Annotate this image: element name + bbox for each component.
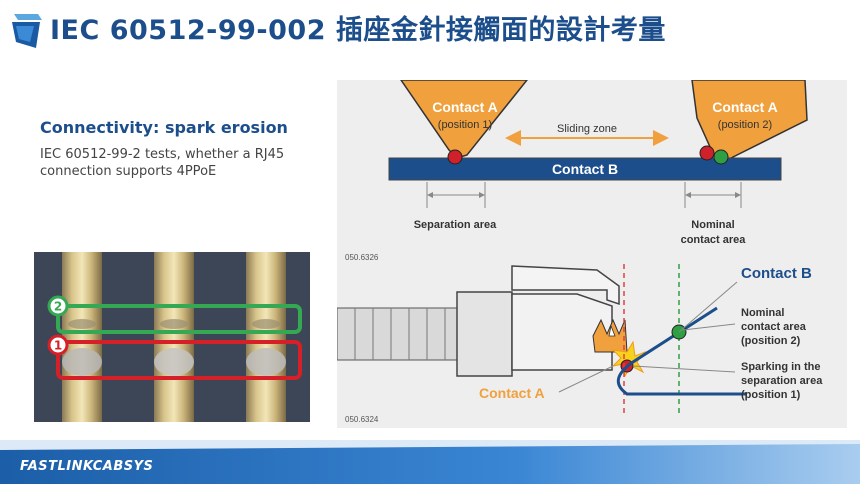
section-description: IEC 60512-99-2 tests, whether a RJ45 con… bbox=[40, 147, 285, 179]
contact-a-left-position: (position 1) bbox=[438, 119, 492, 131]
contact-diagram: Contact A (position 1) Contact A (positi… bbox=[337, 80, 847, 428]
footer-bar bbox=[0, 440, 860, 484]
footer-brand: FASTLINKCABSYS bbox=[20, 459, 154, 474]
marker-2: 2 bbox=[54, 300, 62, 314]
spark-line3: (position 1) bbox=[741, 389, 801, 401]
contact-b-bottom-label: Contact B bbox=[741, 265, 812, 282]
contact-a-right-position: (position 2) bbox=[718, 119, 772, 131]
contact-b-bar bbox=[388, 157, 782, 181]
contact-a-bottom-label: Contact A bbox=[479, 385, 545, 401]
contact-wear-photo: 2 1 bbox=[34, 252, 310, 422]
contact-b-top-label: Contact B bbox=[552, 161, 618, 177]
nominal-area-label-line1: Nominal bbox=[691, 219, 734, 231]
section-heading: Connectivity: spark erosion bbox=[40, 118, 288, 137]
spark-line2: separation area bbox=[741, 375, 823, 387]
nominal-bottom-line1: Nominal bbox=[741, 307, 784, 319]
marker-1: 1 bbox=[54, 339, 62, 353]
sliding-zone-label: Sliding zone bbox=[557, 123, 617, 135]
contact-a-right-title: Contact A bbox=[712, 99, 778, 115]
nominal-bottom-line3: (position 2) bbox=[741, 335, 801, 347]
logo-icon bbox=[12, 14, 42, 48]
figure-code-top: 050.6326 bbox=[345, 253, 379, 262]
spark-line1: Sparking in the bbox=[741, 361, 820, 373]
nominal-area-label-line2: contact area bbox=[681, 234, 747, 246]
separation-area-label: Separation area bbox=[414, 219, 497, 231]
figure-code-bottom: 050.6324 bbox=[345, 415, 379, 424]
contact-a-left-title: Contact A bbox=[432, 99, 498, 115]
page-title: IEC 60512-99-002 插座金針接觸面的設計考量 bbox=[50, 15, 666, 46]
nominal-bottom-line2: contact area bbox=[741, 321, 807, 333]
